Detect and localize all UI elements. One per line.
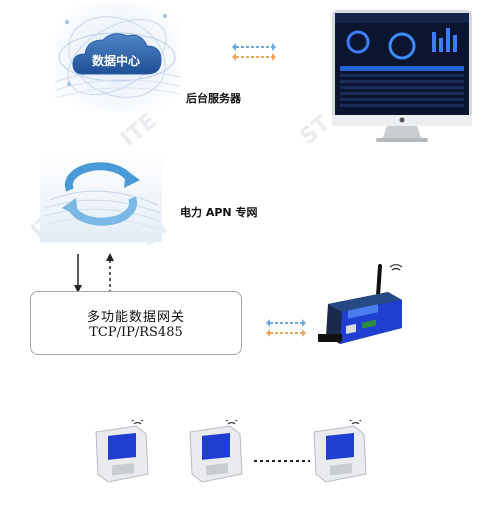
power-apn-label: 电力 APN 专网 <box>180 206 258 219</box>
data-center-label: 数据中心 <box>92 54 141 68</box>
bidirectional-arrow-icon <box>232 43 276 61</box>
gateway-title: 多功能数据网关 <box>86 310 185 325</box>
bidirectional-arrow-icon <box>266 319 306 337</box>
sensor-device-icon <box>313 420 367 483</box>
dotted-connector <box>254 460 310 462</box>
gateway-box: 多功能数据网关 TCP/IP/RS485 <box>30 291 242 355</box>
router-icon <box>318 264 403 344</box>
circular-arrows-icon <box>40 150 162 242</box>
sensor-device-icon <box>189 420 243 483</box>
watermark: ITE <box>116 108 162 153</box>
backend-server-label: 后台服务器 <box>186 92 241 105</box>
watermark: ST <box>295 111 336 150</box>
gateway-protocols: TCP/IP/RS485 <box>89 325 183 340</box>
cloud-icon <box>55 2 180 112</box>
monitor-icon <box>332 10 472 142</box>
uplink-arrow-icon <box>74 253 114 293</box>
sensor-device-icon <box>95 420 149 483</box>
